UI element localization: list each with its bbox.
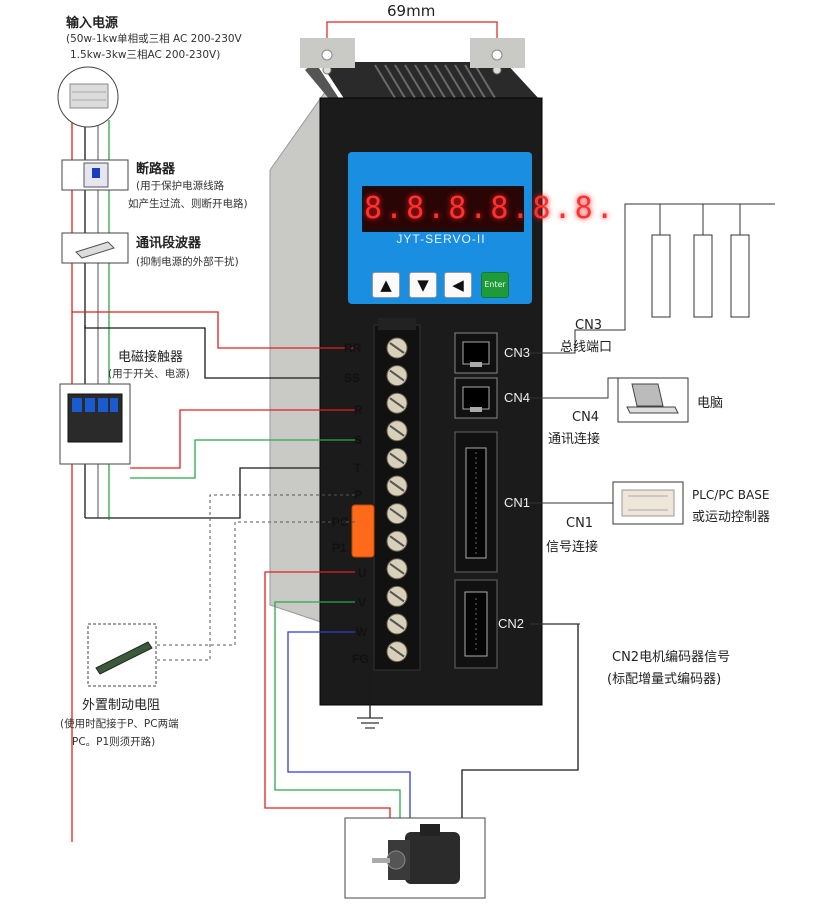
filter-desc: (抑制电源的外部干扰) [136, 256, 239, 268]
port-label-cn2: CN2 [498, 616, 525, 631]
terminal-label-r: R [354, 403, 363, 417]
seven-segment-display: 8.8.8.8.8.8. [362, 186, 614, 232]
terminal-screw-slot [389, 480, 405, 492]
dimension-label: 69mm [387, 2, 436, 20]
ground-symbol [357, 717, 383, 729]
brake-resistor-device [87, 623, 157, 687]
wire-ss [84, 325, 355, 379]
terminal-screw-slot [389, 397, 405, 410]
wire-r [130, 409, 355, 469]
terminal-screw-slot [389, 424, 405, 437]
terminal-screw-slot [389, 507, 405, 520]
down-key[interactable]: ▼ [409, 272, 437, 298]
cn4-callout-desc: 通讯连接 [548, 432, 601, 447]
plc-label-2: 或运动控制器 [692, 510, 771, 525]
filter-title: 通讯段波器 [136, 236, 202, 251]
terminal-label-p1: P1 [332, 541, 347, 555]
terminal-screw-slot [389, 369, 405, 382]
servo-motor [344, 817, 486, 899]
terminal-label-s: S [354, 433, 363, 447]
cn1-callout-desc: 信号连接 [546, 540, 599, 555]
terminal-label-pc: PC [332, 515, 349, 529]
up-key[interactable]: ▲ [372, 272, 400, 298]
terminal-label-rr: RR [344, 341, 362, 355]
terminal-label-ss: SS [344, 371, 361, 385]
resistor-title: 外置制动电阻 [82, 698, 161, 713]
terminal-label-v: V [358, 596, 367, 610]
bus-nodes [651, 234, 750, 318]
contactor-title: 电磁接触器 [118, 350, 184, 365]
callout-lines [505, 203, 775, 625]
resistor-desc-2: PC。P1则须开路) [72, 736, 156, 748]
wire-rr [72, 311, 355, 349]
drive-brand-label: JYT-SERVO-II [396, 232, 486, 246]
terminal-block [373, 318, 421, 671]
cn4-port [454, 377, 498, 419]
cn3-port [454, 332, 498, 374]
computer-label: 电脑 [697, 396, 724, 411]
power-title: 输入电源 [66, 16, 119, 31]
power-spec-1: (50w-1kw单相或三相 AC 200-230V [66, 33, 242, 45]
terminal-screw-slot [389, 590, 405, 603]
terminal-screw-slot [389, 562, 405, 575]
cn2-port [454, 579, 498, 669]
contactor-desc: (用于开关、电源) [108, 368, 190, 380]
resistor-wires [150, 494, 355, 661]
left-key[interactable]: ◀ [444, 272, 472, 298]
computer-device [617, 377, 689, 423]
drive-heatsink [269, 38, 540, 626]
enter-key[interactable]: Enter [481, 272, 509, 298]
cn1-callout-title: CN1 [566, 516, 594, 531]
plc-device [612, 481, 684, 525]
terminal-screw-slot [389, 342, 405, 354]
terminal-screw-slot [389, 645, 405, 658]
port-label-cn4: CN4 [504, 390, 531, 405]
pc-p1-jumper [351, 504, 375, 558]
terminal-label-p: P [354, 488, 363, 502]
terminal-label-fg: FG [352, 652, 369, 666]
terminal-label-t: T [354, 461, 362, 475]
cn3-callout-title: CN3 [575, 318, 603, 333]
power-supply-device [57, 66, 119, 128]
terminal-screw-slot [389, 618, 405, 630]
terminal-label-w: W [356, 625, 368, 639]
cn4-callout-title: CN4 [572, 410, 600, 425]
port-label-cn1: CN1 [504, 495, 531, 510]
wire-t [85, 467, 355, 519]
resistor-desc-1: (使用时配接于P、PC两端 [60, 718, 179, 730]
terminal-label-u: U [358, 566, 367, 580]
power-spec-2: 1.5kw-3kw三相AC 200-230V) [70, 49, 221, 61]
cn1-port [454, 431, 498, 573]
plc-label-1: PLC/PC BASE [692, 488, 770, 502]
wire-s [130, 439, 355, 479]
cn2-callout-desc-1: CN2电机编码器信号 [612, 650, 731, 665]
breaker-desc-2: 如产生过流、则断开电路) [128, 198, 248, 210]
contactor-device [59, 383, 131, 465]
terminal-screw-slot [389, 452, 405, 465]
breaker-desc-1: (用于保护电源线路 [136, 180, 225, 192]
breaker-title: 断路器 [136, 162, 176, 177]
terminal-screws [386, 337, 408, 663]
port-label-cn3: CN3 [504, 345, 531, 360]
breaker-device [61, 159, 129, 191]
filter-device [61, 232, 129, 264]
cn2-callout-desc-2: (标配增量式编码器) [607, 672, 722, 687]
terminal-screw-slot [389, 535, 405, 548]
cn3-callout-desc: 总线端口 [560, 340, 613, 355]
